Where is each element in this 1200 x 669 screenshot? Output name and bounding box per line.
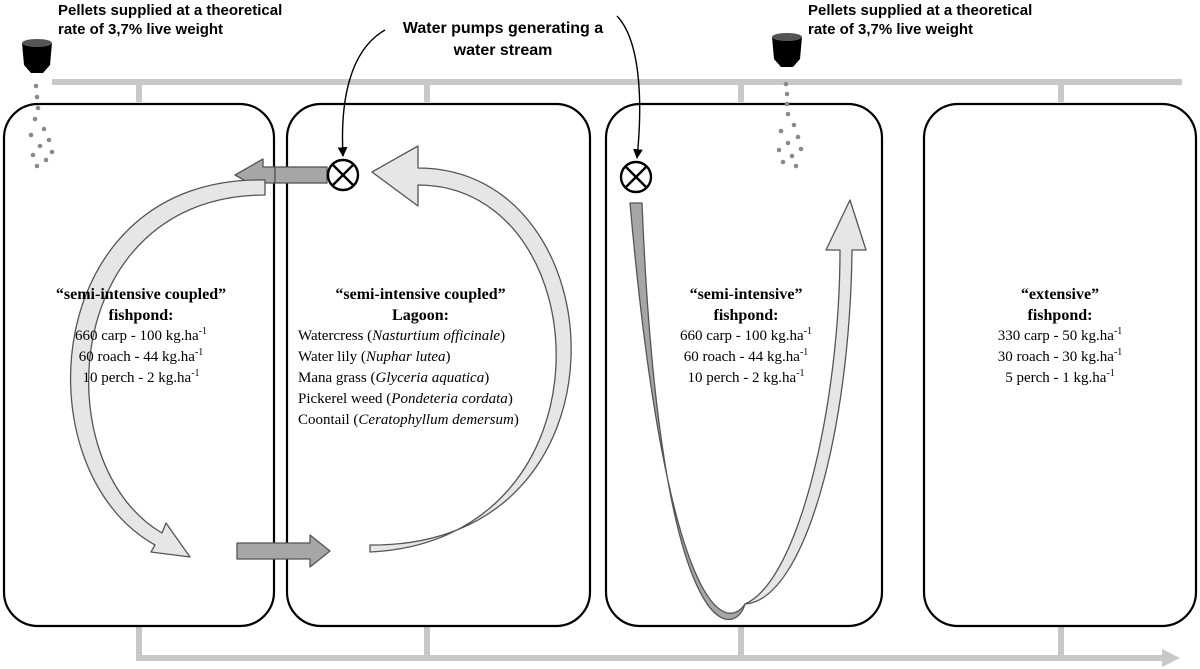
pellet-dot bbox=[34, 94, 40, 100]
plant-row: Mana grass (Glyceria aquatica) bbox=[298, 370, 490, 386]
semi-intensive-subtitle: fishpond: bbox=[713, 307, 779, 324]
pellet-dot bbox=[49, 149, 55, 155]
pond-lagoon bbox=[285, 102, 592, 628]
pellet-dot bbox=[785, 111, 791, 117]
coupled-fishpond-text: “semi-intensive coupled” fishpond: 660 c… bbox=[26, 284, 256, 389]
pond-coupled-fishpond bbox=[2, 102, 276, 628]
pellet-dot bbox=[791, 122, 797, 128]
pellet-dot bbox=[795, 134, 801, 140]
stock-row: 660 carp - 100 kg.ha-1 bbox=[74, 326, 208, 345]
water-pump-semi-intensive-icon bbox=[619, 160, 653, 194]
pellet-dot bbox=[780, 159, 786, 165]
pellets-label-left: Pellets supplied at a theoretical rate o… bbox=[58, 1, 282, 39]
pond-semi-intensive bbox=[604, 102, 884, 628]
pellet-dot bbox=[28, 132, 34, 138]
pellets-label-right: Pellets supplied at a theoretical rate o… bbox=[808, 1, 1032, 39]
pellet-dot bbox=[798, 146, 804, 152]
pellet-dot bbox=[793, 163, 799, 169]
flow-u-light bbox=[744, 199, 867, 605]
pellets-label-right-line1: Pellets supplied at a theoretical bbox=[808, 2, 1033, 19]
flow-u-dark bbox=[629, 202, 746, 621]
pellet-dot bbox=[33, 83, 39, 89]
pellets-label-right-line2: rate of 3,7% live weight bbox=[808, 21, 974, 38]
pellet-dot bbox=[783, 81, 789, 87]
pellet-dot bbox=[41, 126, 47, 132]
outlet-pipe-bottom bbox=[136, 627, 1180, 667]
supply-pipe-top bbox=[52, 79, 1182, 102]
pumps-label: Water pumps generating a water stream bbox=[388, 18, 618, 62]
lagoon-subtitle: Lagoon: bbox=[392, 307, 449, 324]
pump-leader-line-left bbox=[337, 29, 386, 157]
stock-row: 60 roach - 44 kg.ha-1 bbox=[78, 347, 204, 366]
pellet-dot bbox=[785, 140, 791, 146]
plant-row: Watercress (Nasturtium officinale) bbox=[298, 328, 506, 344]
pellet-feeder-right-icon bbox=[772, 33, 802, 67]
pellet-dot bbox=[37, 143, 43, 149]
stock-row: 330 carp - 50 kg.ha-1 bbox=[997, 326, 1123, 345]
pellet-dot bbox=[784, 91, 790, 97]
stock-row: 60 roach - 44 kg.ha-1 bbox=[683, 347, 809, 366]
stock-row: 10 perch - 2 kg.ha-1 bbox=[82, 368, 200, 387]
pellet-dot bbox=[35, 105, 41, 111]
flow-arc-lagoon bbox=[369, 145, 572, 553]
lagoon-text: “semi-intensive coupled” Lagoon: Watercr… bbox=[298, 284, 543, 431]
pellet-dot bbox=[34, 163, 40, 169]
pellet-dot bbox=[784, 101, 790, 107]
pond-extensive bbox=[922, 102, 1198, 628]
pumps-label-line2: water stream bbox=[453, 42, 553, 59]
pellet-dot bbox=[776, 147, 782, 153]
pump-leader-line-right bbox=[616, 15, 643, 159]
pellet-feeder-left-icon bbox=[22, 39, 52, 73]
pellets-label-left-line2: rate of 3,7% live weight bbox=[58, 21, 224, 38]
extensive-subtitle: fishpond: bbox=[1027, 307, 1093, 324]
pellet-dot bbox=[46, 137, 52, 143]
pellets-label-left-line1: Pellets supplied at a theoretical bbox=[58, 2, 283, 19]
lagoon-title: “semi-intensive coupled” bbox=[335, 286, 506, 303]
stock-row: 660 carp - 100 kg.ha-1 bbox=[679, 326, 813, 345]
plant-row: Water lily (Nuphar lutea) bbox=[298, 349, 451, 365]
extensive-title: “extensive” bbox=[1020, 286, 1100, 303]
semi-intensive-title: “semi-intensive” bbox=[689, 286, 803, 303]
pellets-left bbox=[28, 83, 55, 169]
pellet-dot bbox=[778, 128, 784, 134]
pellet-dot bbox=[43, 157, 49, 163]
flow-arrow-bottom-right bbox=[236, 534, 331, 568]
semi-intensive-text: “semi-intensive” fishpond: 660 carp - 10… bbox=[636, 284, 856, 389]
stock-row: 5 perch - 1 kg.ha-1 bbox=[1005, 368, 1115, 387]
lagoon-plant-list: Watercress (Nasturtium officinale) Water… bbox=[298, 326, 543, 431]
pumps-label-line1: Water pumps generating a bbox=[402, 20, 604, 37]
plant-row: Coontail (Ceratophyllum demersum) bbox=[298, 412, 519, 428]
coupled-fishpond-title: “semi-intensive coupled” bbox=[55, 286, 227, 303]
pellet-dot bbox=[32, 116, 38, 122]
extensive-text: “extensive” fishpond: 330 carp - 50 kg.h… bbox=[950, 284, 1170, 389]
flow-arc-fishpond bbox=[70, 179, 266, 558]
stock-row: 10 perch - 2 kg.ha-1 bbox=[687, 368, 805, 387]
plant-row: Pickerel weed (Pondeteria cordata) bbox=[298, 391, 513, 407]
pellet-dot bbox=[30, 152, 36, 158]
water-pump-lagoon-icon bbox=[326, 158, 360, 192]
pellets-right bbox=[776, 81, 804, 169]
coupled-fishpond-subtitle: fishpond: bbox=[108, 307, 174, 324]
pellet-dot bbox=[789, 153, 795, 159]
stock-row: 30 roach - 30 kg.ha-1 bbox=[997, 347, 1123, 366]
